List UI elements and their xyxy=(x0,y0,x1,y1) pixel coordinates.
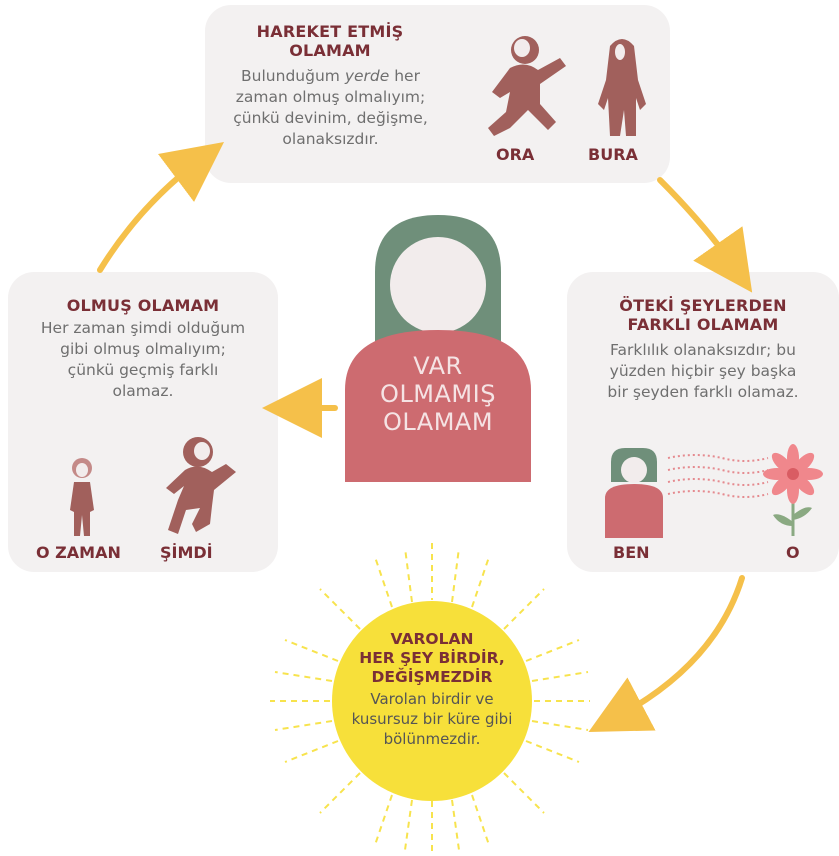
left-card xyxy=(8,272,278,572)
center-line-3: OLAMAM xyxy=(382,408,494,436)
arrow-right-to-sun xyxy=(588,575,745,733)
sun-title-line-2: HER ŞEY BİRDİR, xyxy=(359,649,505,667)
left-body-line-2: gibi olmuş olmalıyım; xyxy=(60,340,226,358)
left-body-line-4: olamaz. xyxy=(112,382,174,400)
left-label-simdi: ŞİMDİ xyxy=(160,543,213,562)
sun-rays xyxy=(270,543,590,852)
center-line-1: VAR xyxy=(413,352,463,380)
right-body: Farklılık olanaksızdır; bu yüzden hiçbir… xyxy=(567,340,839,403)
right-title: ÖTEKİ ŞEYLERDEN FARKLI OLAMAM xyxy=(567,296,839,334)
top-body: Bulunduğum yerde her zaman olmuş olmalıy… xyxy=(218,66,443,150)
top-body-em: yerde xyxy=(344,67,390,85)
top-body-line-1a: Bulunduğum xyxy=(241,67,345,85)
sun-title-line-1: VAROLAN xyxy=(390,630,474,648)
right-label-ben: BEN xyxy=(613,543,650,562)
top-label-ora: ORA xyxy=(496,145,535,164)
center-line-2: OLMAMIŞ xyxy=(380,380,496,408)
sun-title-line-3: DEĞİŞMEZDİR xyxy=(371,668,493,686)
top-body-line-2: zaman olmuş olmalıyım; xyxy=(235,88,426,106)
right-title-line-2: FARKLI OLAMAM xyxy=(627,315,779,334)
arrow-top-to-right xyxy=(657,177,753,293)
running-figure-now-icon xyxy=(166,437,236,534)
right-label-o: O xyxy=(786,543,800,562)
sun-circle xyxy=(332,601,532,801)
sun-body-line-1: Varolan birdir ve xyxy=(370,690,494,708)
sun-title: VAROLAN HER ŞEY BİRDİR, DEĞİŞMEZDİR xyxy=(332,630,532,687)
right-body-line-2: yüzden hiçbir şey başka xyxy=(609,362,797,380)
left-label-o-zaman: O ZAMAN xyxy=(36,543,121,562)
ben-figure-icon xyxy=(605,448,663,538)
right-title-line-1: ÖTEKİ ŞEYLERDEN xyxy=(619,296,787,315)
left-body-line-1: Her zaman şimdi olduğum xyxy=(40,319,246,337)
top-body-line-3: çünkü devinim, değişme, xyxy=(233,109,428,127)
left-body: Her zaman şimdi olduğum gibi olmuş olmal… xyxy=(8,318,278,402)
dotted-lines xyxy=(667,454,769,498)
sun-body-line-2: kusursuz bir küre gibi xyxy=(351,710,513,728)
top-body-line-1: Bulunduğum yerde her xyxy=(218,66,443,87)
top-label-bura: BURA xyxy=(588,145,638,164)
top-card xyxy=(205,5,670,183)
top-title: HAREKET ETMİŞ OLAMAM xyxy=(235,22,425,60)
arrow-left-to-top xyxy=(97,141,224,273)
right-body-line-3: bir şeyden farklı olamaz. xyxy=(607,383,799,401)
sun-body: Varolan birdir ve kusursuz bir küre gibi… xyxy=(332,689,532,749)
top-title-line-2: OLAMAM xyxy=(289,41,371,60)
top-title-line-1: HAREKET ETMİŞ xyxy=(256,22,404,41)
right-body-line-1: Farklılık olanaksızdır; bu xyxy=(610,341,796,359)
left-body-line-3: çünkü geçmiş farklı xyxy=(67,361,219,379)
top-body-line-4: olanaksızdır. xyxy=(282,130,379,148)
center-label: VAR OLMAMIŞ OLAMAM xyxy=(345,352,531,436)
center-figure xyxy=(345,215,531,482)
left-title: OLMUŞ OLAMAM xyxy=(66,296,220,315)
child-figure-icon xyxy=(70,458,94,536)
top-body-line-1b: her xyxy=(389,67,420,85)
running-figure-icon xyxy=(488,36,566,136)
sun-body-line-3: bölünmezdir. xyxy=(383,730,481,748)
flower-icon xyxy=(763,444,823,536)
standing-figure-icon xyxy=(598,39,646,136)
